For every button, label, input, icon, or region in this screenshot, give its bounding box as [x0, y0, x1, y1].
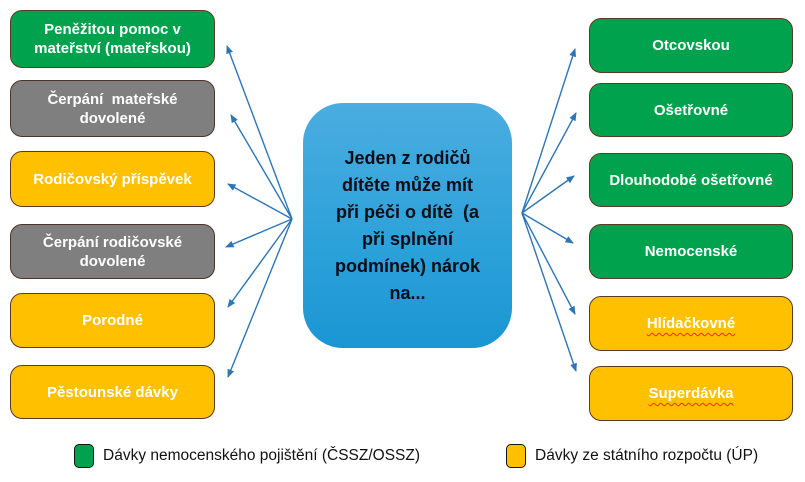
box-label: Nemocenské	[644, 243, 738, 260]
box-penezitou-pomoc: Peněžitou pomoc v mateřství (mateřskou)	[10, 10, 215, 68]
legend-item-nemocenske-pojisteni: Dávky nemocenského pojištění (ČSSZ/OSSZ)	[74, 444, 420, 468]
box-label: Ošetřovné	[653, 101, 729, 119]
box-label: Hlídačkovné	[646, 315, 736, 332]
connector-arrow	[521, 48, 577, 214]
box-pestounske-davky: Pěstounské dávky	[10, 365, 215, 419]
box-label: Dlouhodobé ošetřovné	[609, 171, 773, 189]
box-label: Peněžitou pomoc v mateřství (mateřskou)	[34, 21, 191, 57]
connector-arrow	[225, 218, 293, 248]
connector-arrow	[227, 218, 293, 378]
connector-arrow	[521, 112, 577, 214]
center-box-label: Jeden z rodičů dítěte může mít při péči …	[334, 147, 481, 303]
legend-item-statni-rozpocet: Dávky ze státního rozpočtu (ÚP)	[506, 444, 758, 468]
box-superdavka: Superdávka	[589, 366, 793, 421]
box-cerpani-rodicovske-dovolene: Čerpání rodičovské dovolené	[10, 224, 215, 279]
box-porodne: Porodné	[10, 293, 215, 348]
center-box: Jeden z rodičů dítěte může mít při péči …	[303, 103, 512, 348]
box-dlouhodobe-osetrovne: Dlouhodobé ošetřovné	[589, 153, 793, 207]
legend-label: Dávky nemocenského pojištění (ČSSZ/OSSZ)	[103, 447, 421, 464]
legend-swatch-yellow	[506, 444, 526, 468]
box-label: Porodné	[82, 312, 143, 329]
connector-arrow	[230, 114, 293, 220]
box-rodicovsky-prispevek: Rodičovský příspěvek	[10, 151, 215, 207]
connector-arrow	[521, 212, 576, 315]
connector-arrow	[227, 218, 293, 308]
box-label: Superdávka	[648, 385, 734, 402]
box-hlidackovne: Hlídačkovné	[589, 296, 793, 351]
box-label: Rodičovský příspěvek	[33, 170, 192, 188]
box-label: Čerpání rodičovské dovolené	[42, 233, 187, 270]
connector-arrow	[226, 45, 293, 220]
connector-arrow	[521, 175, 575, 214]
box-label: Otcovskou	[652, 37, 730, 54]
box-otcovskou: Otcovskou	[589, 18, 793, 73]
box-osetrovne: Ošetřovné	[589, 83, 793, 137]
box-cerpani-materske-dovolene: Čerpání mateřské dovolené	[10, 80, 215, 137]
connector-arrow	[227, 183, 293, 220]
legend-swatch-green	[74, 444, 94, 468]
connector-arrow	[521, 212, 577, 372]
legend-label: Dávky ze státního rozpočtu (ÚP)	[535, 447, 759, 464]
box-nemocenske: Nemocenské	[589, 224, 793, 279]
connector-arrow	[521, 212, 574, 244]
box-label: Čerpání mateřské dovolené	[47, 90, 182, 127]
box-label: Pěstounské dávky	[47, 383, 178, 401]
